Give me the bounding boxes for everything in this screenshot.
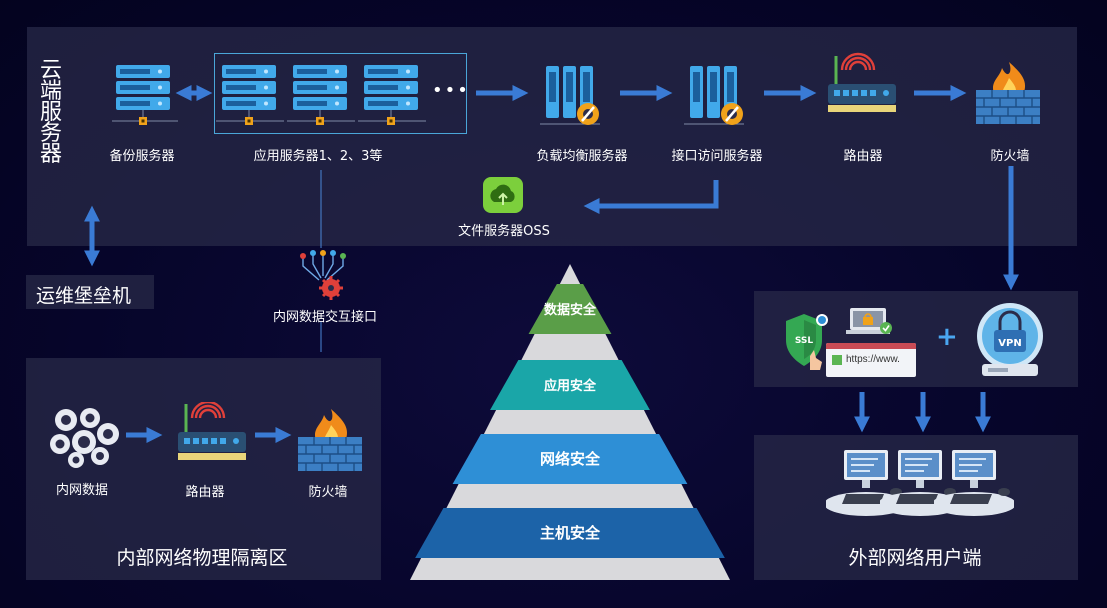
internal-firewall-icon	[297, 408, 363, 472]
internal-router-label: 路由器	[185, 485, 225, 500]
firewall-icon	[975, 61, 1041, 125]
url-text: https://www.	[846, 354, 900, 365]
pyramid-level-label-2: 应用安全	[544, 378, 597, 394]
internal-data-label: 内网数据	[55, 483, 109, 498]
api-server-label: 接口访问服务器	[671, 149, 763, 164]
plus-sign: +	[936, 322, 958, 352]
cloud-server-panel	[27, 27, 1077, 246]
router-icon	[826, 52, 898, 114]
more-servers-ellipsis: •••	[432, 80, 470, 101]
browser-https-window: https://www.	[826, 343, 916, 377]
pyramid-level-label-1: 数据安全	[544, 302, 597, 318]
load-balancer-label: 负载均衡服务器	[536, 149, 628, 164]
backup-server-icon	[112, 65, 179, 126]
client-pc-3-icon	[934, 449, 1014, 517]
ops-bastion-panel	[26, 275, 154, 309]
vpn-lock-icon: VPN	[977, 303, 1043, 376]
router-label: 路由器	[843, 149, 883, 164]
laptop-lock-icon	[846, 308, 892, 334]
cloud-title: 云端服务器	[40, 58, 63, 167]
pyramid-level-label-4: 主机安全	[540, 524, 601, 542]
lock-icon	[832, 355, 842, 365]
backup-server-label: 备份服务器	[109, 149, 175, 164]
internal-firewall-label: 防火墙	[308, 485, 348, 500]
internal-router-icon	[176, 402, 248, 462]
internal-zone-title: 内部网络物理隔离区	[116, 547, 288, 569]
app-server-1-icon	[216, 65, 285, 126]
load-balancer-icon	[538, 64, 602, 127]
ssl-badge-text: SSL	[795, 336, 814, 346]
pyramid-level-4	[415, 508, 725, 558]
app-server-2-icon	[287, 65, 356, 126]
ssl-shield-icon: SSL	[786, 314, 828, 370]
pyramid-level-1	[528, 284, 612, 334]
browser-tab-bar	[826, 343, 916, 349]
intranet-interface-label: 内网数据交互接口	[272, 310, 378, 325]
external-zone-title: 外部网络用户端	[848, 547, 982, 569]
vpn-badge-text: VPN	[998, 338, 1021, 349]
pyramid-level-2	[490, 360, 650, 410]
app-server-group-frame	[214, 53, 467, 134]
arrow-api-oss	[583, 180, 719, 215]
internal-data-icon	[50, 408, 119, 468]
pyramid-level-3	[452, 434, 688, 484]
app-server-3-icon	[358, 65, 427, 126]
app-servers-label: 应用服务器1、2、3等	[253, 149, 383, 164]
ops-bastion-label: 运维堡垒机	[36, 285, 132, 307]
network-hub-icon	[300, 250, 346, 300]
firewall-label: 防火墙	[990, 149, 1030, 164]
api-server-icon	[682, 64, 746, 127]
pyramid-base	[410, 264, 730, 580]
file-server-label: 文件服务器OSS	[458, 224, 550, 239]
pyramid-level-label-3: 网络安全	[540, 450, 601, 468]
oss-icon	[483, 177, 523, 213]
